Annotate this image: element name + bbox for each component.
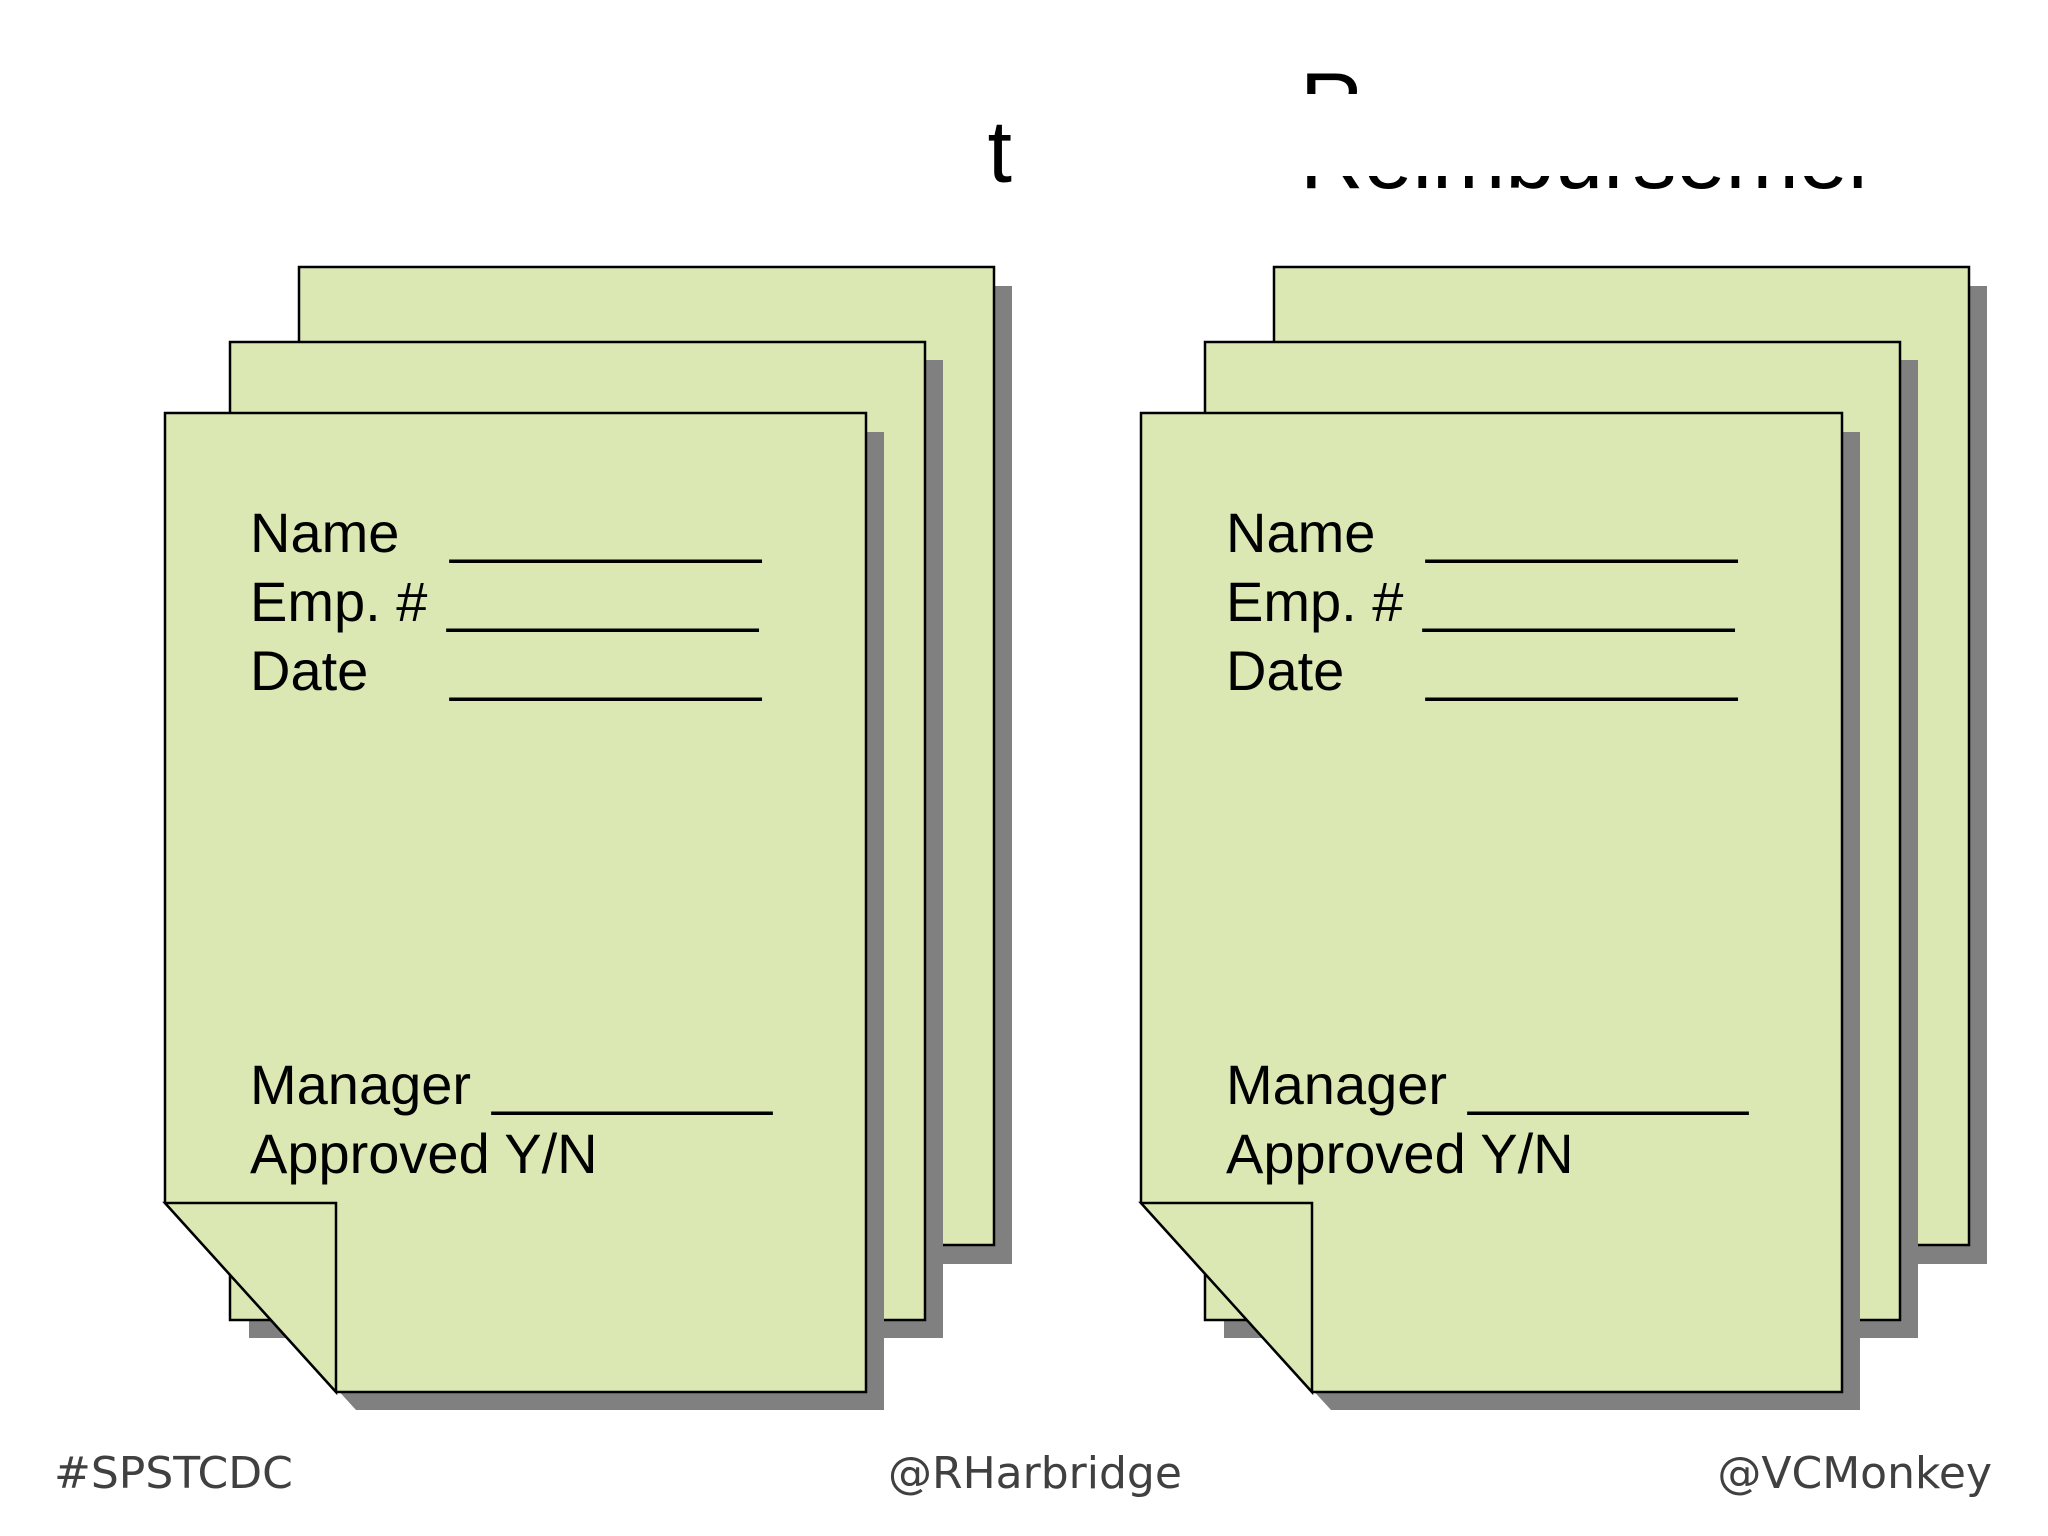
right-title-fragment-top: R: [1300, 60, 1420, 94]
right-title-fragment-bottom: Reimbursement: [1300, 176, 1880, 224]
footer-presenter-handle: @RHarbridge: [888, 1448, 1182, 1499]
left-title-fragment-text: t: [987, 108, 1012, 190]
emp-number-blank: __________: [446, 570, 759, 633]
manager-blank: _________: [491, 1053, 773, 1116]
emp-number-label: Emp. #: [250, 570, 427, 633]
right-title-fragment-bottom-text: Reimbursement: [1300, 176, 1880, 202]
name-label: Name: [250, 501, 399, 564]
name-blank: __________: [1425, 501, 1738, 564]
date-label: Date: [250, 639, 368, 702]
footer-hashtag: #SPSTCDC: [54, 1448, 293, 1499]
date-blank: __________: [449, 639, 762, 702]
name-label: Name: [1226, 501, 1375, 564]
name-blank: __________: [449, 501, 762, 564]
emp-number-blank: __________: [1422, 570, 1735, 633]
date-label: Date: [1226, 639, 1344, 702]
date-blank: __________: [1425, 639, 1738, 702]
front-sheet: [163, 411, 868, 1394]
folded-corner: [1138, 1201, 1314, 1396]
folded-corner: [162, 1201, 338, 1396]
front-sheet: [1139, 411, 1844, 1394]
approved-label: Approved Y/N: [1226, 1122, 1574, 1185]
manager-label: Manager: [1226, 1053, 1447, 1116]
left-title-fragment: t: [940, 108, 1012, 190]
manager-label: Manager: [250, 1053, 471, 1116]
manager-blank: _________: [1467, 1053, 1749, 1116]
right-title-fragment-top-text: R: [1300, 60, 1364, 94]
footer-copresenter-handle: @VCMonkey: [1717, 1448, 1992, 1499]
approved-label: Approved Y/N: [250, 1122, 598, 1185]
emp-number-label: Emp. #: [1226, 570, 1403, 633]
